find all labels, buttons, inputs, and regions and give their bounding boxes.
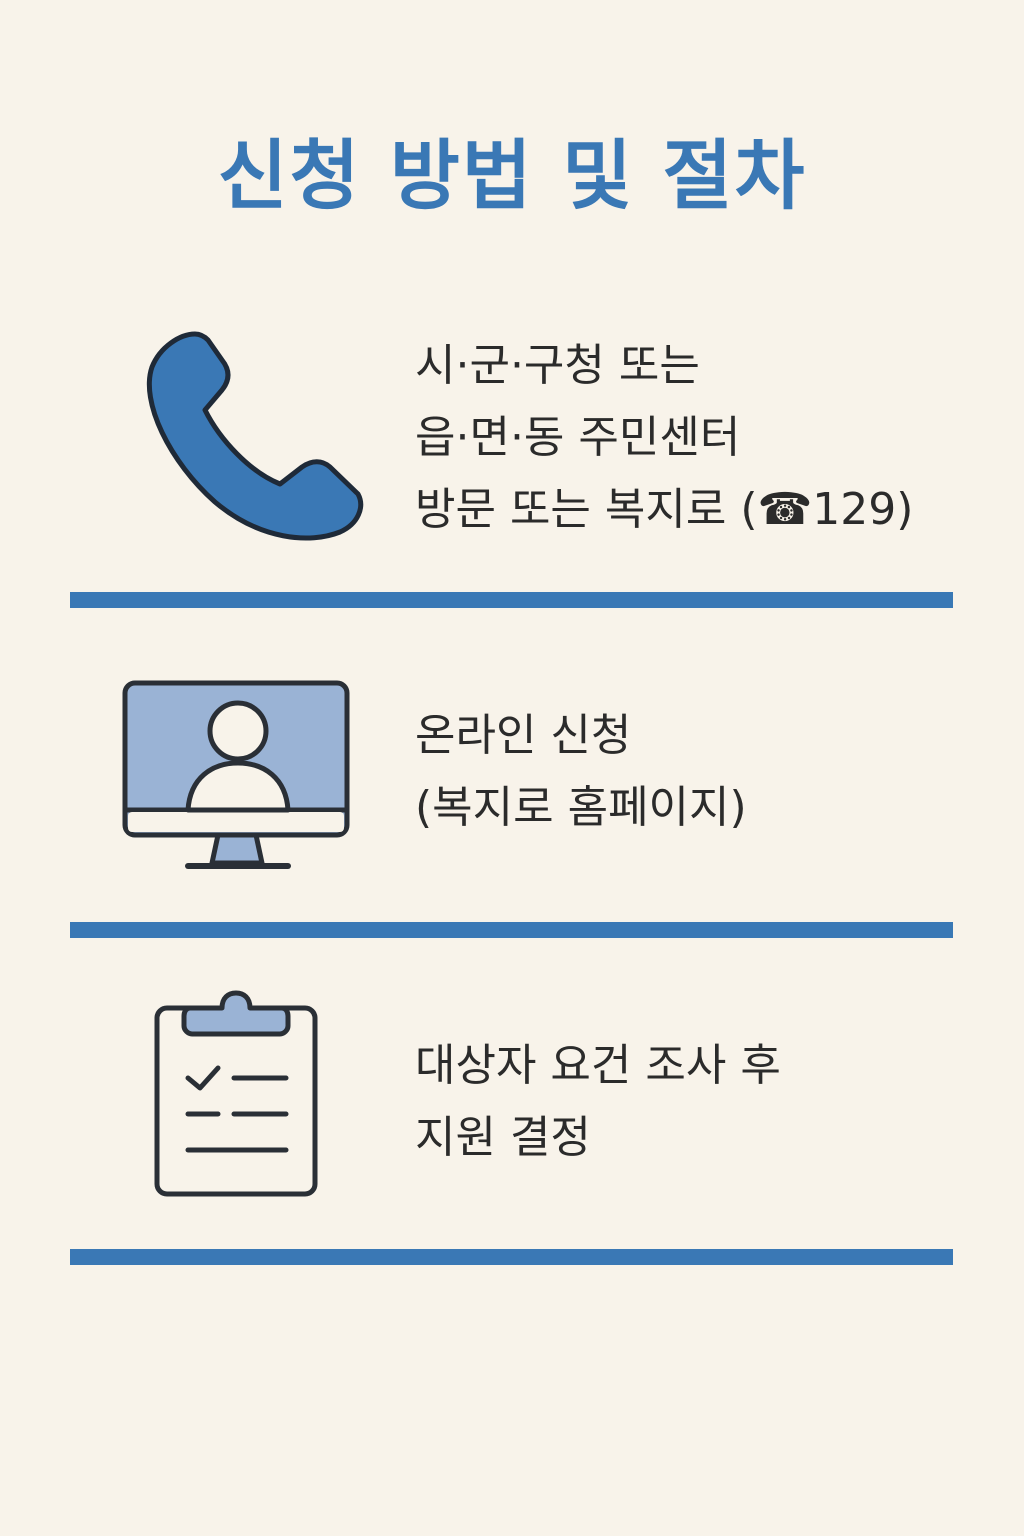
item-text-review: 대상자 요건 조사 후 지원 결정	[415, 1030, 975, 1174]
item-line: 대상자 요건 조사 후	[415, 1040, 781, 1091]
item-line: 시·군·구청 또는	[415, 340, 700, 391]
clipboard-checklist-icon	[152, 990, 324, 1200]
item-line: 방문 또는 복지로 (☎129)	[415, 484, 914, 535]
divider	[70, 592, 953, 608]
item-text-online: 온라인 신청 (복지로 홈페이지)	[415, 700, 975, 844]
item-line: 온라인 신청	[415, 710, 632, 761]
computer-user-icon	[120, 678, 355, 873]
item-line: 읍·면·동 주민센터	[415, 412, 741, 463]
item-line: (복지로 홈페이지)	[415, 782, 747, 833]
phone-icon	[140, 322, 370, 547]
item-text-visit: 시·군·구청 또는 읍·면·동 주민센터 방문 또는 복지로 (☎129)	[415, 330, 975, 546]
item-line: 지원 결정	[415, 1112, 591, 1163]
divider	[70, 922, 953, 938]
page-title: 신청 방법 및 절차	[217, 131, 807, 220]
divider	[70, 1249, 953, 1265]
